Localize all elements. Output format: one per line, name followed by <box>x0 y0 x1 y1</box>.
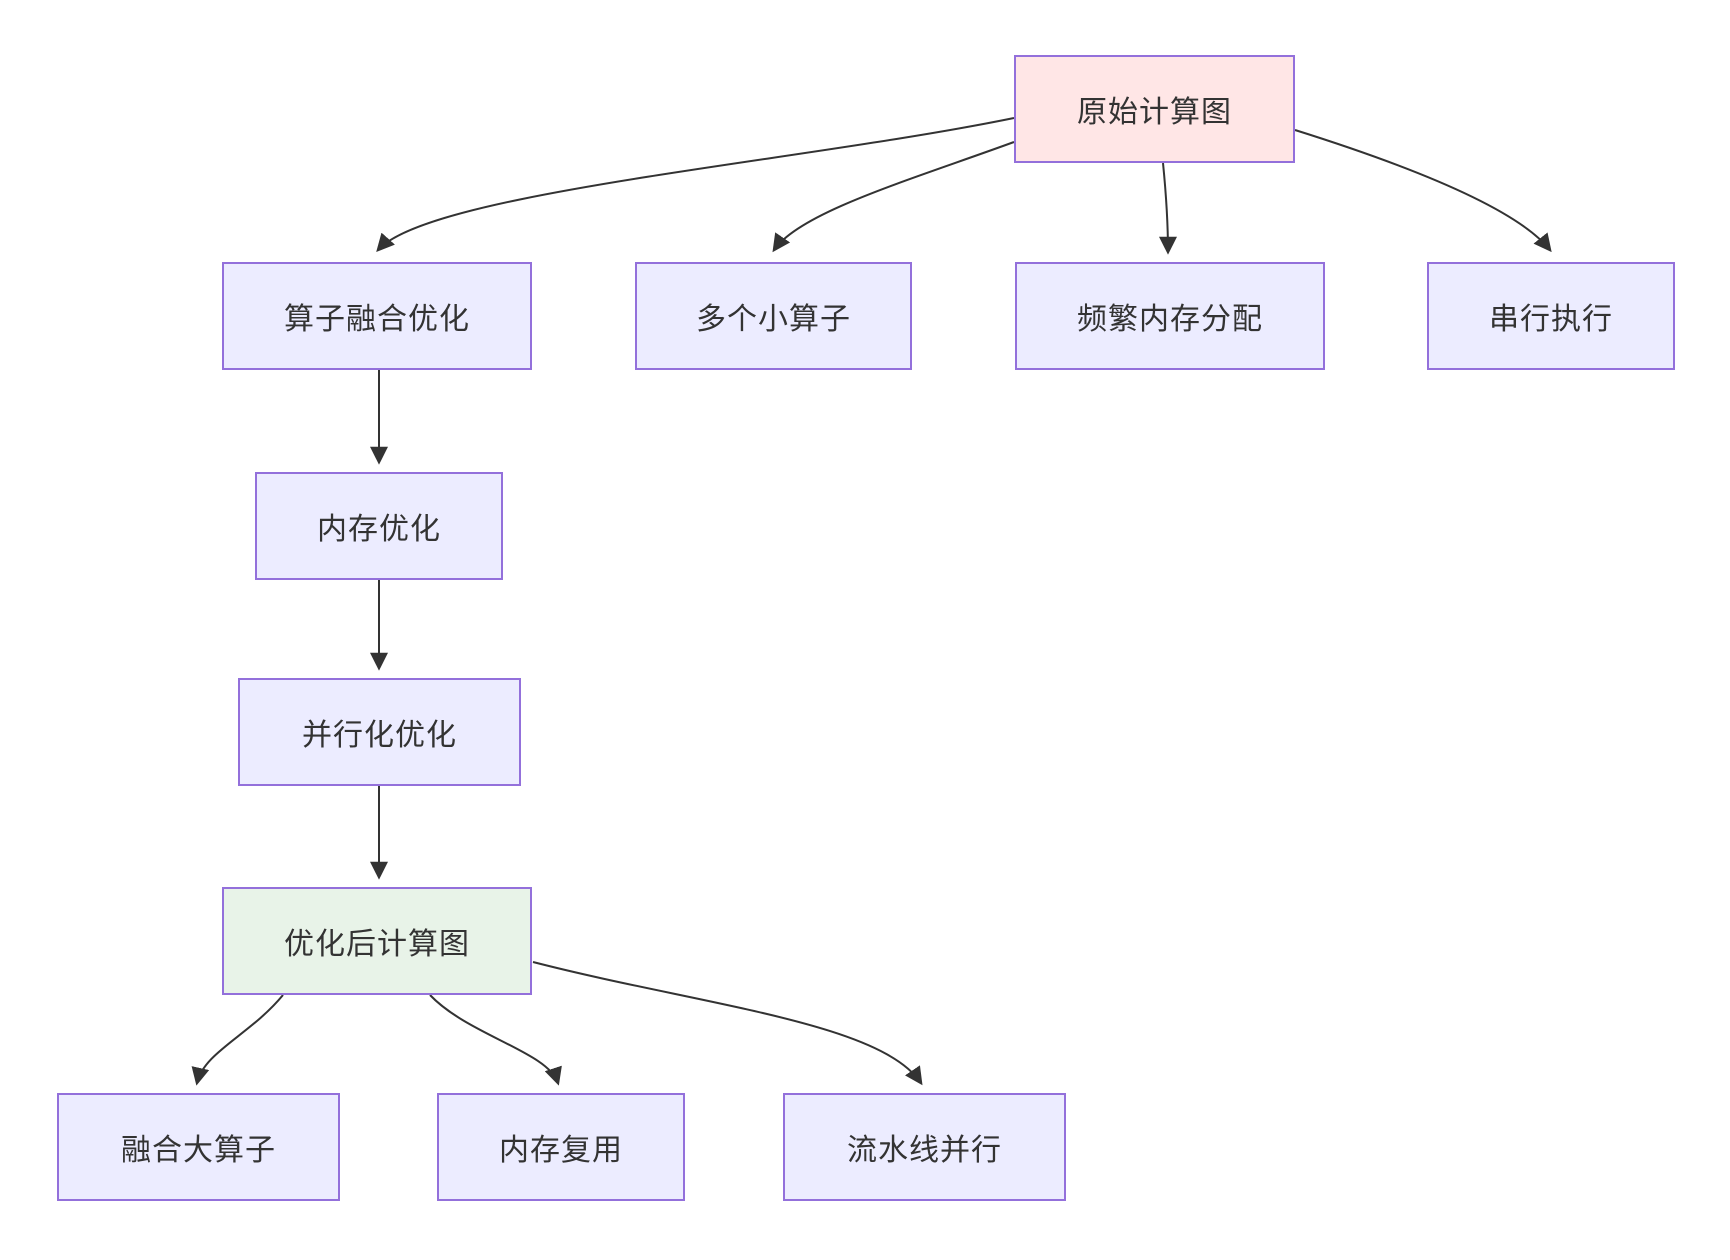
node-label: 融合大算子 <box>121 1133 276 1168</box>
edge-optimized-to-fused-big-op <box>191 994 284 1086</box>
edge-original-to-serial <box>1294 129 1552 253</box>
node-fused-large-operator: 融合大算子 <box>57 1093 340 1201</box>
node-operator-fusion-optimization: 算子融合优化 <box>222 262 532 370</box>
node-label: 优化后计算图 <box>284 927 470 962</box>
node-label: 流水线并行 <box>847 1133 1002 1168</box>
edge-optimized-to-pipeline <box>532 961 923 1086</box>
node-label: 内存优化 <box>317 512 441 547</box>
node-frequent-memory-allocation: 频繁内存分配 <box>1015 262 1325 370</box>
node-label: 原始计算图 <box>1077 95 1232 130</box>
node-label: 串行执行 <box>1489 302 1613 337</box>
node-label: 内存复用 <box>499 1133 623 1168</box>
node-parallelization-optimization: 并行化优化 <box>238 678 521 786</box>
node-memory-reuse: 内存复用 <box>437 1093 685 1201</box>
node-pipeline-parallelism: 流水线并行 <box>783 1093 1066 1201</box>
edge-original-to-mem-alloc <box>1158 162 1177 255</box>
node-label: 频繁内存分配 <box>1077 302 1263 337</box>
edge-optimized-to-mem-reuse <box>429 994 562 1086</box>
node-optimized-compute-graph: 优化后计算图 <box>222 887 532 995</box>
node-label: 算子融合优化 <box>284 302 470 337</box>
node-serial-execution: 串行执行 <box>1427 262 1675 370</box>
node-many-small-operators: 多个小算子 <box>635 262 912 370</box>
node-label: 多个小算子 <box>696 302 851 337</box>
node-original-compute-graph: 原始计算图 <box>1014 55 1295 163</box>
node-memory-optimization: 内存优化 <box>255 472 503 580</box>
node-label: 并行化优化 <box>302 718 457 753</box>
edge-original-to-fusion <box>376 117 1015 253</box>
edge-original-to-small-ops <box>772 141 1015 253</box>
